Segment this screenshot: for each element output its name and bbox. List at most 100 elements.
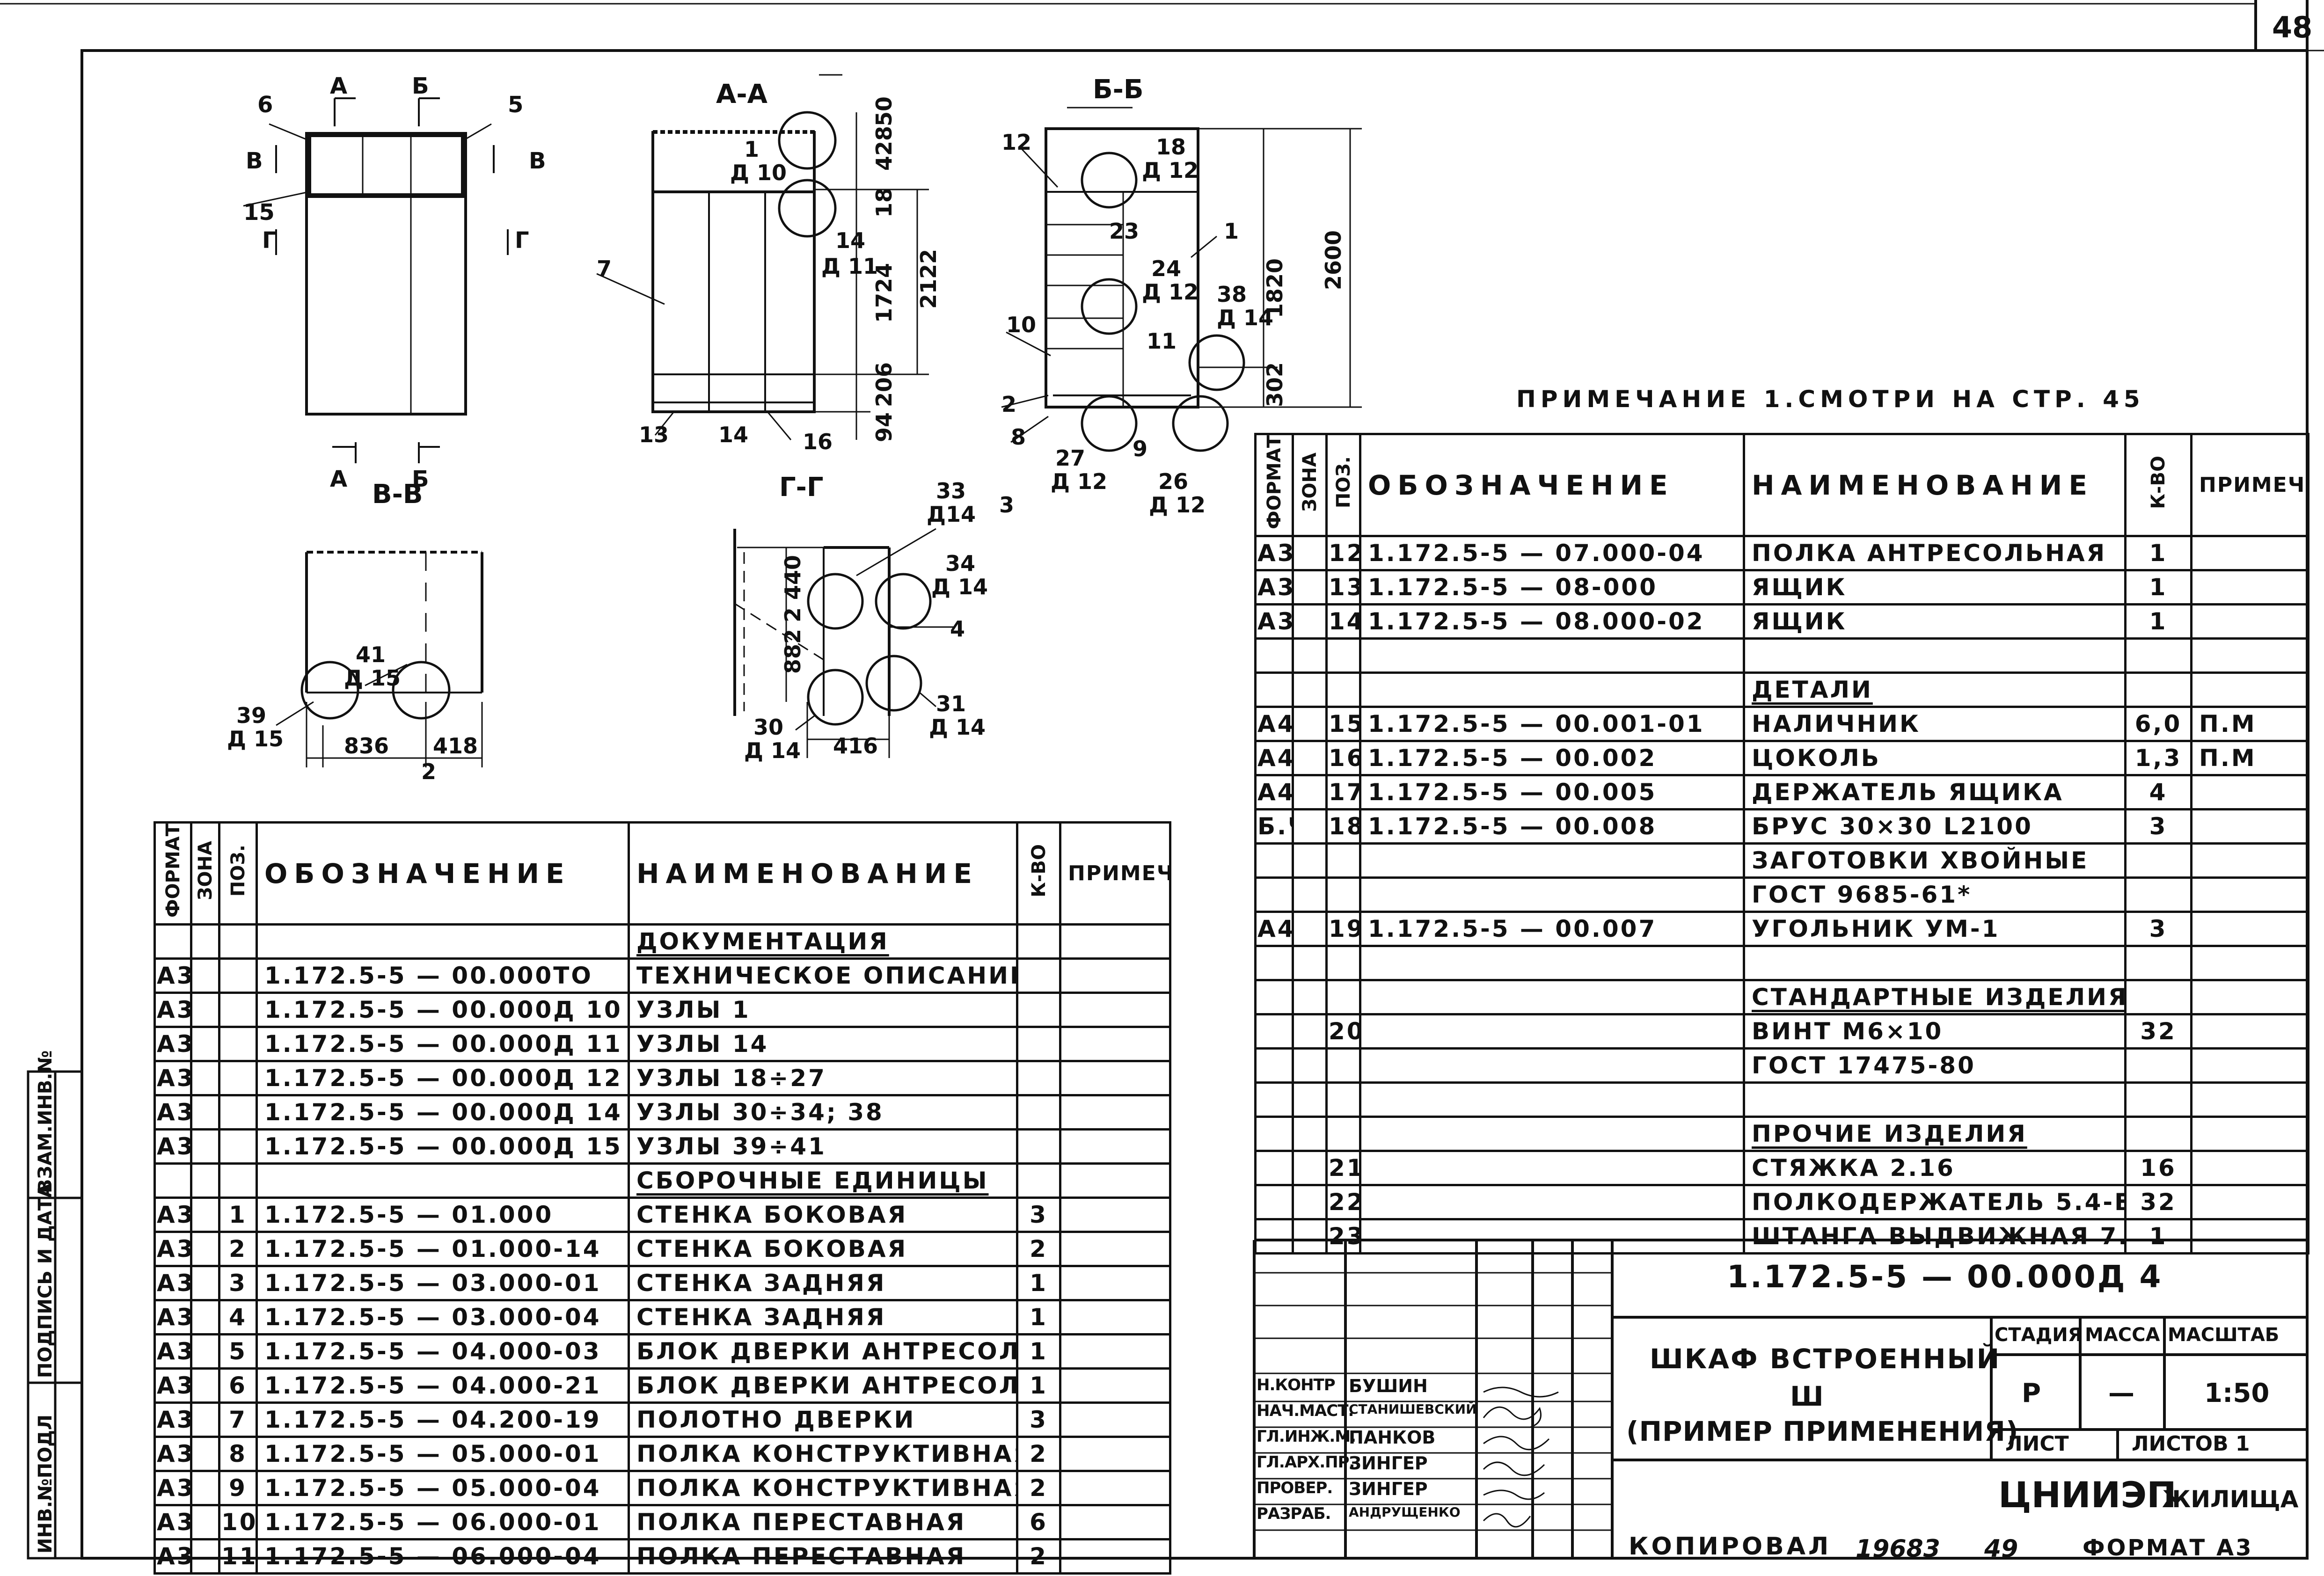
cell-note: [2190, 569, 2309, 606]
cell-note: [2190, 1184, 2309, 1221]
cell-name: БЛОК ДВЕРКИ АНТРЕСОЛИ: [628, 1367, 1018, 1404]
cell-zone: [1292, 706, 1328, 743]
cell-designation: 1.172.5-5 — 00.008: [1359, 808, 1745, 845]
cell-pos: 8: [218, 1436, 258, 1473]
cell-zone: [1292, 1081, 1328, 1118]
cell-pos: 18: [1325, 808, 1361, 845]
left-spec-table: ФОРМАТ ЗОНА ПОЗ. ОБОЗНАЧЕНИЕ НАИМЕНОВАНИ…: [153, 821, 1171, 1575]
cell-name: УЗЛЫ 14: [628, 1026, 1018, 1063]
cell-name: СТЕНКА ЗАДНЯЯ: [628, 1265, 1018, 1302]
cell-note: [2190, 1150, 2309, 1187]
cell-format: А3: [1254, 569, 1294, 606]
cell-pos: 4: [218, 1299, 258, 1336]
product-name-line-2: Ш: [1790, 1380, 1824, 1412]
cell-zone: [190, 1333, 220, 1370]
cell-note: [1059, 1265, 1171, 1302]
cell-designation: 1.172.5-5 — 00.000Д 11: [256, 1026, 630, 1063]
cell-qty: 6: [1016, 1504, 1061, 1541]
svg-text:Г: Г: [262, 227, 277, 254]
cell-qty: 16: [2124, 1150, 2192, 1187]
section-bb-labels: Б-Б 12 18 Д 12 23 1 24 Д 12 38 Д 14 10 1…: [1001, 74, 1346, 518]
svg-text:6: 6: [257, 92, 273, 118]
cell-qty: 3: [2124, 911, 2192, 948]
svg-text:Д 15: Д 15: [344, 665, 401, 691]
cell-qty: 3: [1016, 1401, 1061, 1438]
cell-zone: [1292, 637, 1328, 674]
cell-designation: 1.172.5-5 — 06.000-04: [256, 1538, 630, 1575]
cell-zone: [1292, 535, 1328, 572]
cell-format: А3: [153, 1504, 192, 1541]
table-row: СБОРОЧНЫЕ ЕДИНИЦЫ: [153, 1162, 1171, 1199]
cell-zone: [190, 1367, 220, 1404]
cell-qty: 32: [2124, 1013, 2192, 1050]
cell-zone: [1292, 603, 1328, 640]
cell-designation: 1.172.5-5 — 07.000-04: [1359, 535, 1745, 572]
left-spec-header: ФОРМАТ ЗОНА ПОЗ. ОБОЗНАЧЕНИЕ НАИМЕНОВАНИ…: [153, 821, 1171, 926]
cell-note: [2190, 1116, 2309, 1153]
svg-text:15: 15: [243, 199, 275, 226]
mass-label: МАССА: [2085, 1324, 2160, 1346]
section-vv-labels: В-В 41 Д 15 39 Д 15 2 836 418: [227, 479, 478, 784]
cell-zone: [1292, 569, 1328, 606]
table-row: ЗАГОТОВКИ ХВОЙНЫЕ: [1254, 842, 2309, 879]
cell-name: СТЕНКА БОКОВАЯ: [628, 1197, 1018, 1233]
cell-designation: 1.172.5-5 — 03.000-01: [256, 1265, 630, 1302]
cell-note: [1059, 1401, 1171, 1438]
cell-designation: [1359, 1047, 1745, 1084]
cell-zone: [1292, 740, 1328, 777]
table-row: ГОСТ 9685-61*: [1254, 876, 2309, 913]
cell-zone: [1292, 1116, 1328, 1153]
svg-text:18: 18: [1156, 134, 1186, 160]
svg-text:Б: Б: [412, 73, 429, 99]
cell-qty: [1016, 1162, 1061, 1199]
cell-zone: [190, 1231, 220, 1268]
copied-by-label: КОПИРОВАЛ: [1629, 1532, 1832, 1561]
cell-format: А3: [153, 992, 192, 1029]
svg-text:14: 14: [718, 422, 748, 447]
cell-designation: 1.172.5-5 — 00.000Д 10: [256, 992, 630, 1029]
cell-qty: [1016, 957, 1061, 994]
cell-pos: 5: [218, 1333, 258, 1370]
cell-format: А4: [1254, 740, 1294, 777]
cell-format: А4: [1254, 706, 1294, 743]
svg-text:Д 15: Д 15: [227, 726, 284, 752]
cell-designation: [1359, 979, 1745, 1016]
cell-qty: 2: [1016, 1231, 1061, 1268]
svg-text:Д 11: Д 11: [821, 254, 878, 279]
cell-zone: [1292, 671, 1328, 708]
cell-name: ГОСТ 17475-80: [1743, 1047, 2127, 1084]
svg-text:836: 836: [344, 733, 389, 759]
svg-text:1724: 1724: [871, 263, 897, 323]
cell-pos: 9: [218, 1470, 258, 1507]
cell-designation: 1.172.5-5 — 04.200-19: [256, 1401, 630, 1438]
cell-pos: 15: [1325, 706, 1361, 743]
svg-text:Д 12: Д 12: [1142, 279, 1199, 305]
right-spec-table: ФОРМАТ ЗОНА ПОЗ. ОБОЗНАЧЕНИЕ НАИМЕНОВАНИ…: [1254, 432, 2309, 1255]
cell-designation: 1.172.5-5 — 00.005: [1359, 774, 1745, 811]
cell-note: [2190, 911, 2309, 948]
cell-designation: [1359, 842, 1745, 879]
cell-note: [1059, 1299, 1171, 1336]
cell-designation: 1.172.5-5 — 05.000-04: [256, 1470, 630, 1507]
cell-format: [153, 923, 192, 960]
svg-text:ИНВ.№ПОДЛ: ИНВ.№ПОДЛ: [35, 1415, 56, 1554]
cell-format: А3: [153, 1470, 192, 1507]
cell-note: [1059, 923, 1171, 960]
cell-format: [1254, 637, 1294, 674]
cell-format: А3: [1254, 535, 1294, 572]
cell-format: А3: [1254, 603, 1294, 640]
cell-pos: 14: [1325, 603, 1361, 640]
cell-zone: [1292, 1013, 1328, 1050]
svg-text:38: 38: [1217, 282, 1247, 307]
svg-text:Д 14: Д 14: [931, 574, 988, 599]
